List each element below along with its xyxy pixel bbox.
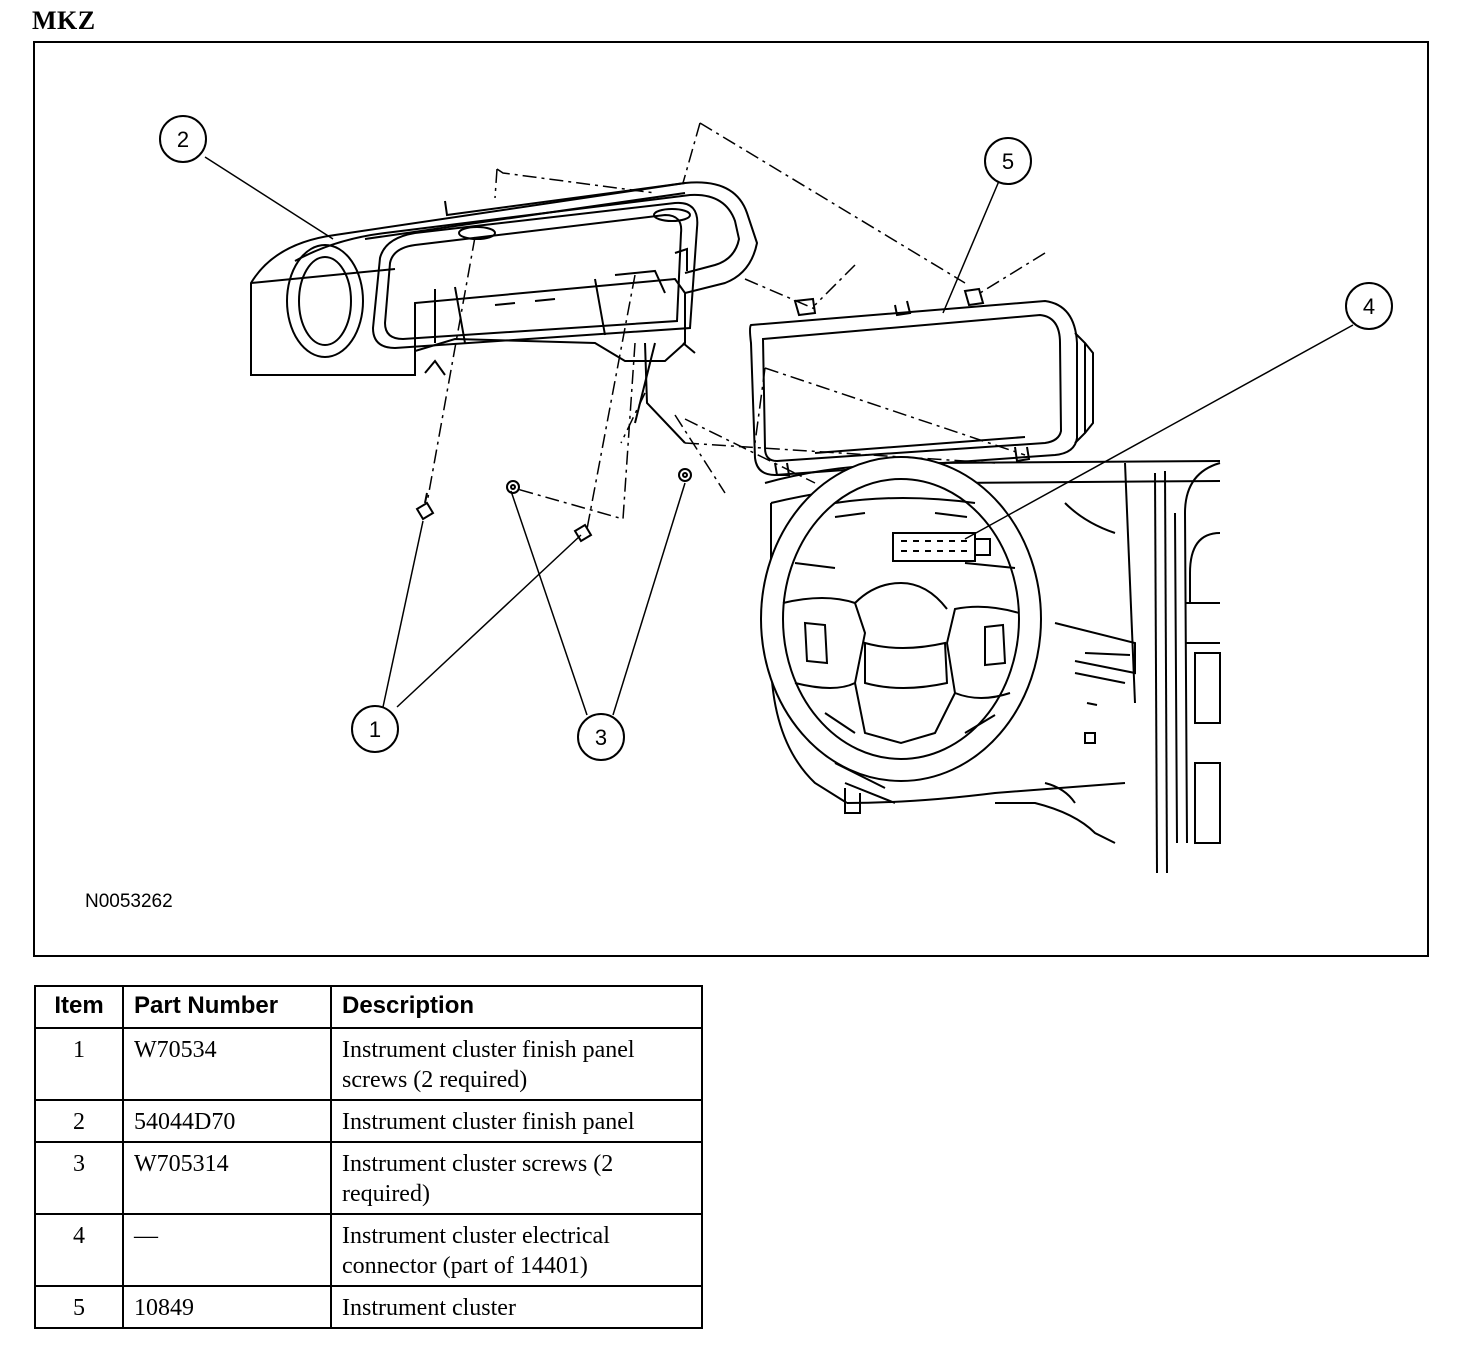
cell-description: Instrument cluster electrical connector … (330, 1213, 703, 1287)
exploded-view-diagram: 2 5 4 1 3 (159, 115, 1393, 874)
table-row: 4 — Instrument cluster electrical connec… (34, 1213, 703, 1287)
table-row: 2 54044D70 Instrument cluster finish pan… (34, 1099, 703, 1143)
svg-text:5: 5 (1002, 149, 1014, 174)
table-row: 3 W705314 Instrument cluster screws (2 r… (34, 1141, 703, 1215)
cell-part-number: — (122, 1213, 332, 1287)
cell-part-number: 10849 (122, 1285, 332, 1329)
cell-part-number: W70534 (122, 1027, 332, 1101)
callout-3: 3 (577, 713, 625, 761)
finish-panel-drawing (250, 181, 759, 444)
dashboard-drawing (760, 456, 1221, 874)
leader-lines (204, 156, 1354, 716)
cell-description: Instrument cluster screws (2 required) (330, 1141, 703, 1215)
cell-part-number: W705314 (122, 1141, 332, 1215)
cell-description: Instrument cluster finish panel screws (… (330, 1027, 703, 1101)
diagram-frame: 2 5 4 1 3 N0053262 (33, 41, 1429, 957)
table-header-row: Item Part Number Description (34, 985, 703, 1029)
screws-drawing (415, 468, 692, 543)
alignment-lines (426, 122, 1046, 530)
cell-part-number: 54044D70 (122, 1099, 332, 1143)
electrical-connector-drawing (892, 532, 991, 562)
table-row: 1 W70534 Instrument cluster finish panel… (34, 1027, 703, 1101)
svg-text:2: 2 (177, 127, 189, 152)
model-title: MKZ (32, 6, 96, 35)
header-item: Item (34, 985, 124, 1029)
table-row: 5 10849 Instrument cluster (34, 1285, 703, 1329)
parts-table: Item Part Number Description 1 W70534 In… (34, 985, 703, 1329)
cell-item: 4 (34, 1213, 124, 1287)
cell-description: Instrument cluster (330, 1285, 703, 1329)
callout-1: 1 (351, 705, 399, 753)
header-description: Description (330, 985, 703, 1029)
cell-item: 3 (34, 1141, 124, 1215)
instrument-cluster-drawing (749, 287, 1094, 477)
callout-4: 4 (1345, 282, 1393, 330)
callout-5: 5 (984, 137, 1032, 185)
cell-item: 1 (34, 1027, 124, 1101)
header-part-number: Part Number (122, 985, 332, 1029)
figure-id: N0053262 (85, 891, 173, 912)
cell-description: Instrument cluster finish panel (330, 1099, 703, 1143)
svg-text:3: 3 (595, 725, 607, 750)
svg-text:1: 1 (369, 717, 381, 742)
cell-item: 2 (34, 1099, 124, 1143)
svg-text:4: 4 (1363, 294, 1375, 319)
cell-item: 5 (34, 1285, 124, 1329)
callout-2: 2 (159, 115, 207, 163)
